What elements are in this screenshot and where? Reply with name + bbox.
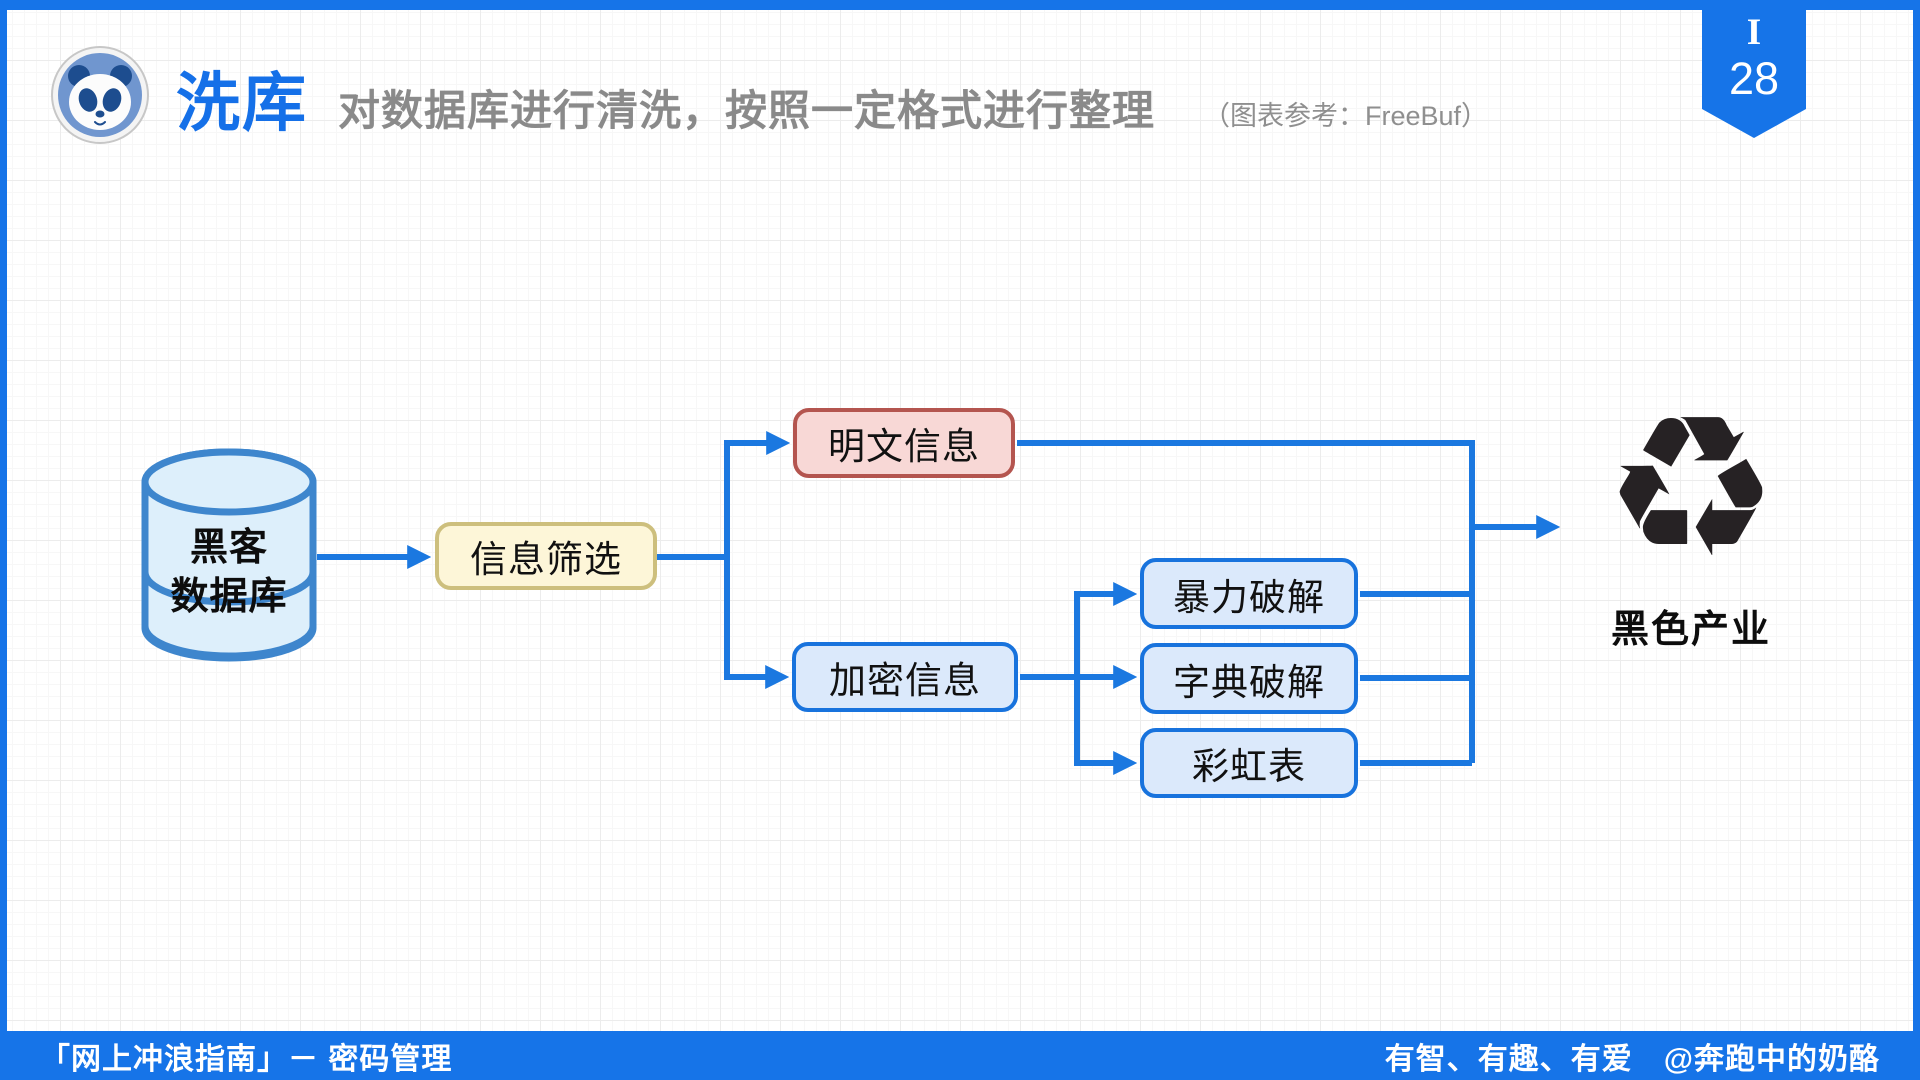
node-encrypted-info: 加密信息	[792, 642, 1018, 712]
frame-top-border	[0, 0, 1920, 10]
node-label: 字典破解	[1173, 661, 1325, 703]
node-label: 彩虹表	[1192, 746, 1306, 787]
node-label: 明文信息	[828, 426, 980, 467]
footer-series-title: 「网上冲浪指南」－ 密码管理	[40, 1042, 453, 1076]
chapter-numeral: I	[1746, 12, 1762, 53]
panda-logo-icon	[50, 45, 150, 145]
footer-author: 有智、有趣、有爱 @奔跑中的奶酪	[1384, 1042, 1880, 1076]
header: 洗库 对数据库进行清洗，按照一定格式进行整理 （图表参考：FreeBuf）	[176, 52, 1488, 144]
source-note: （图表参考：FreeBuf）	[1203, 101, 1489, 131]
page-subtitle: 对数据库进行清洗，按照一定格式进行整理	[338, 87, 1156, 134]
page-title: 洗库	[176, 67, 308, 139]
page-number-ribbon: I 28	[1702, 0, 1806, 138]
node-rainbow-table: 彩虹表	[1140, 728, 1358, 798]
recycle-icon: ♻	[1603, 378, 1779, 597]
node-label: 信息筛选	[470, 539, 622, 580]
node-label: 暴力破解	[1173, 576, 1325, 618]
frame-left-border	[0, 0, 7, 1080]
node-plaintext-info: 明文信息	[793, 408, 1015, 478]
frame-right-border	[1913, 0, 1920, 1080]
database-cylinder-icon	[141, 448, 317, 662]
page-number: 28	[1728, 53, 1780, 104]
node-black-industry-label: 黑色产业	[1610, 609, 1771, 651]
node-dictionary-crack: 字典破解	[1140, 643, 1358, 714]
node-hacker-database: 黑客 数据库	[141, 448, 317, 662]
node-brute-force: 暴力破解	[1140, 558, 1358, 629]
footer-bar: 「网上冲浪指南」－ 密码管理 有智、有趣、有爱 @奔跑中的奶酪	[0, 1031, 1920, 1080]
node-info-filter: 信息筛选	[435, 522, 657, 590]
node-label: 加密信息	[829, 660, 981, 701]
node-label: 黑客 数据库	[170, 527, 288, 618]
